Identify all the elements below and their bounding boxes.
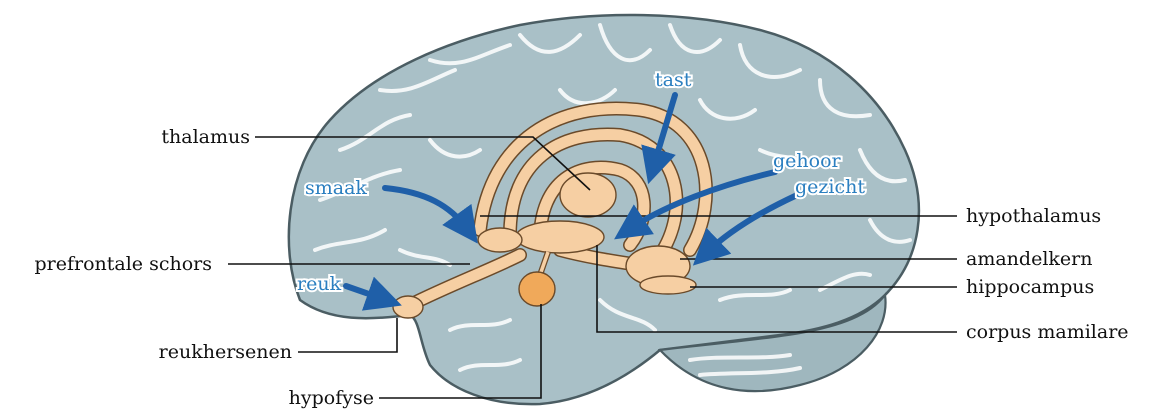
sense-tast: tast <box>655 69 692 91</box>
label-reukhersenen: reukhersenen <box>159 341 292 363</box>
hypothalamus-shape <box>516 221 604 253</box>
label-corpus-mamilare: corpus mamilare <box>966 321 1129 343</box>
thalamus-shape <box>560 173 616 217</box>
hippocampus-shape <box>640 276 696 294</box>
label-prefrontale-schors: prefrontale schors <box>34 253 212 275</box>
sense-reuk: reuk <box>297 273 342 295</box>
label-hypofyse: hypofyse <box>289 387 374 409</box>
label-thalamus: thalamus <box>161 126 250 148</box>
label-hypothalamus: hypothalamus <box>966 205 1101 227</box>
sense-gezicht: gezicht <box>795 176 865 198</box>
olfactory-bulb-shape <box>393 296 423 318</box>
label-hippocampus: hippocampus <box>966 276 1094 298</box>
hypophysis-shape <box>519 272 555 306</box>
label-amandelkern: amandelkern <box>966 248 1092 270</box>
sense-smaak: smaak <box>305 177 367 199</box>
sense-gehoor: gehoor <box>773 150 842 172</box>
